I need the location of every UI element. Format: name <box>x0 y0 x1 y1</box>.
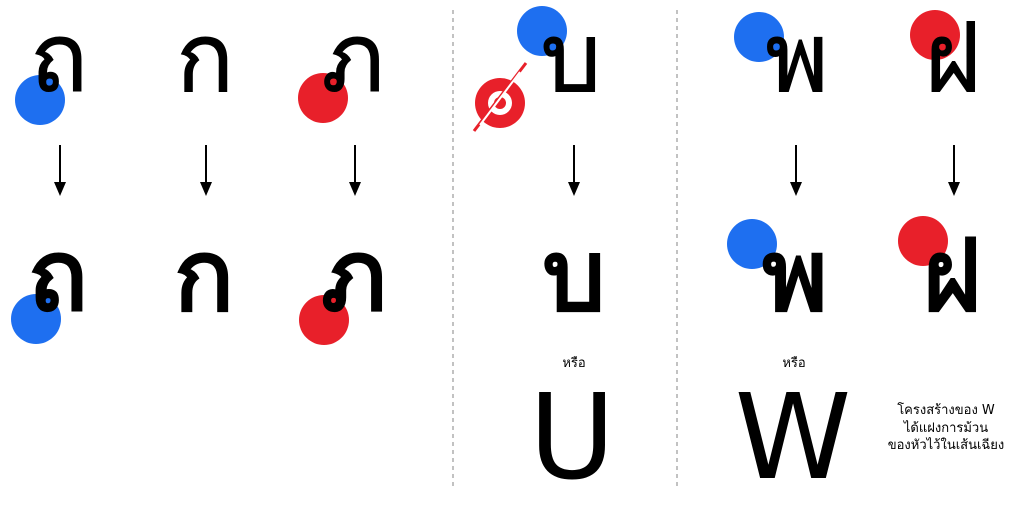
thai-glyph-fo-fa-looped: ฝ <box>924 2 982 114</box>
or-label: หรือ <box>562 356 586 371</box>
note-line: โครงสร้างของ W <box>897 403 995 418</box>
thai-glyph-bo-baimai-looped: บ <box>540 2 602 114</box>
thai-glyph-ko-kai-looped: ก <box>175 2 235 114</box>
arrow-down-icon <box>349 145 361 196</box>
thai-glyph-pho-phan-loopless: พ <box>762 217 828 334</box>
thai-glyph-tho-thung-loopless: ถ <box>27 217 89 334</box>
diagram-overlay <box>54 10 960 487</box>
loopless-marker-red <box>299 295 349 345</box>
loop-marker-red <box>910 10 960 60</box>
latin-glyph-w: W <box>734 368 852 506</box>
loopless-marker-blue <box>727 219 777 269</box>
arrow-down-icon <box>568 145 580 196</box>
thai-glyph-pho-samphao-looped: ภ <box>321 2 385 114</box>
arrow-down-icon <box>790 145 802 196</box>
thai-glyph-fo-fa-loopless: ฝ <box>922 217 982 334</box>
note-line: ได้แฝงการม้วน <box>903 420 989 436</box>
thai-glyph-tho-thung-looped: ถ <box>29 2 89 114</box>
no-loop-icon <box>472 62 528 132</box>
loop-marker-blue <box>517 6 567 56</box>
loopless-marker-red <box>898 216 948 266</box>
arrow-down-icon <box>200 145 212 196</box>
arrow-down-icon <box>54 145 66 196</box>
thai-glyph-ko-kai-loopless: ก <box>173 217 235 334</box>
arrow-down-icon <box>948 145 960 196</box>
latin-glyph-u: U <box>528 368 616 506</box>
loopless-marker-blue <box>11 294 61 344</box>
thai-glyph-pho-phan-looped: พ <box>765 2 829 114</box>
loop-marker-red <box>298 73 348 123</box>
structure-note: โครงสร้างของ W ได้แฝงการม้วน ของหัวไว้ใน… <box>856 402 1021 455</box>
or-label: หรือ <box>782 356 806 371</box>
thai-glyph-pho-samphao-loopless: ภ <box>321 217 387 334</box>
loop-marker-blue <box>734 12 784 62</box>
loop-marker-blue <box>15 75 65 125</box>
note-line: ของหัวไว้ในเส้นเฉียง <box>887 438 1005 454</box>
loop-comparison-diagram: ถ ก ภ ถ ก ภ บ บ หรือ U พ ฝ พ ฝ หรือ W โค… <box>11 2 1021 496</box>
thai-glyph-bo-baimai-loopless: บ <box>542 217 606 334</box>
